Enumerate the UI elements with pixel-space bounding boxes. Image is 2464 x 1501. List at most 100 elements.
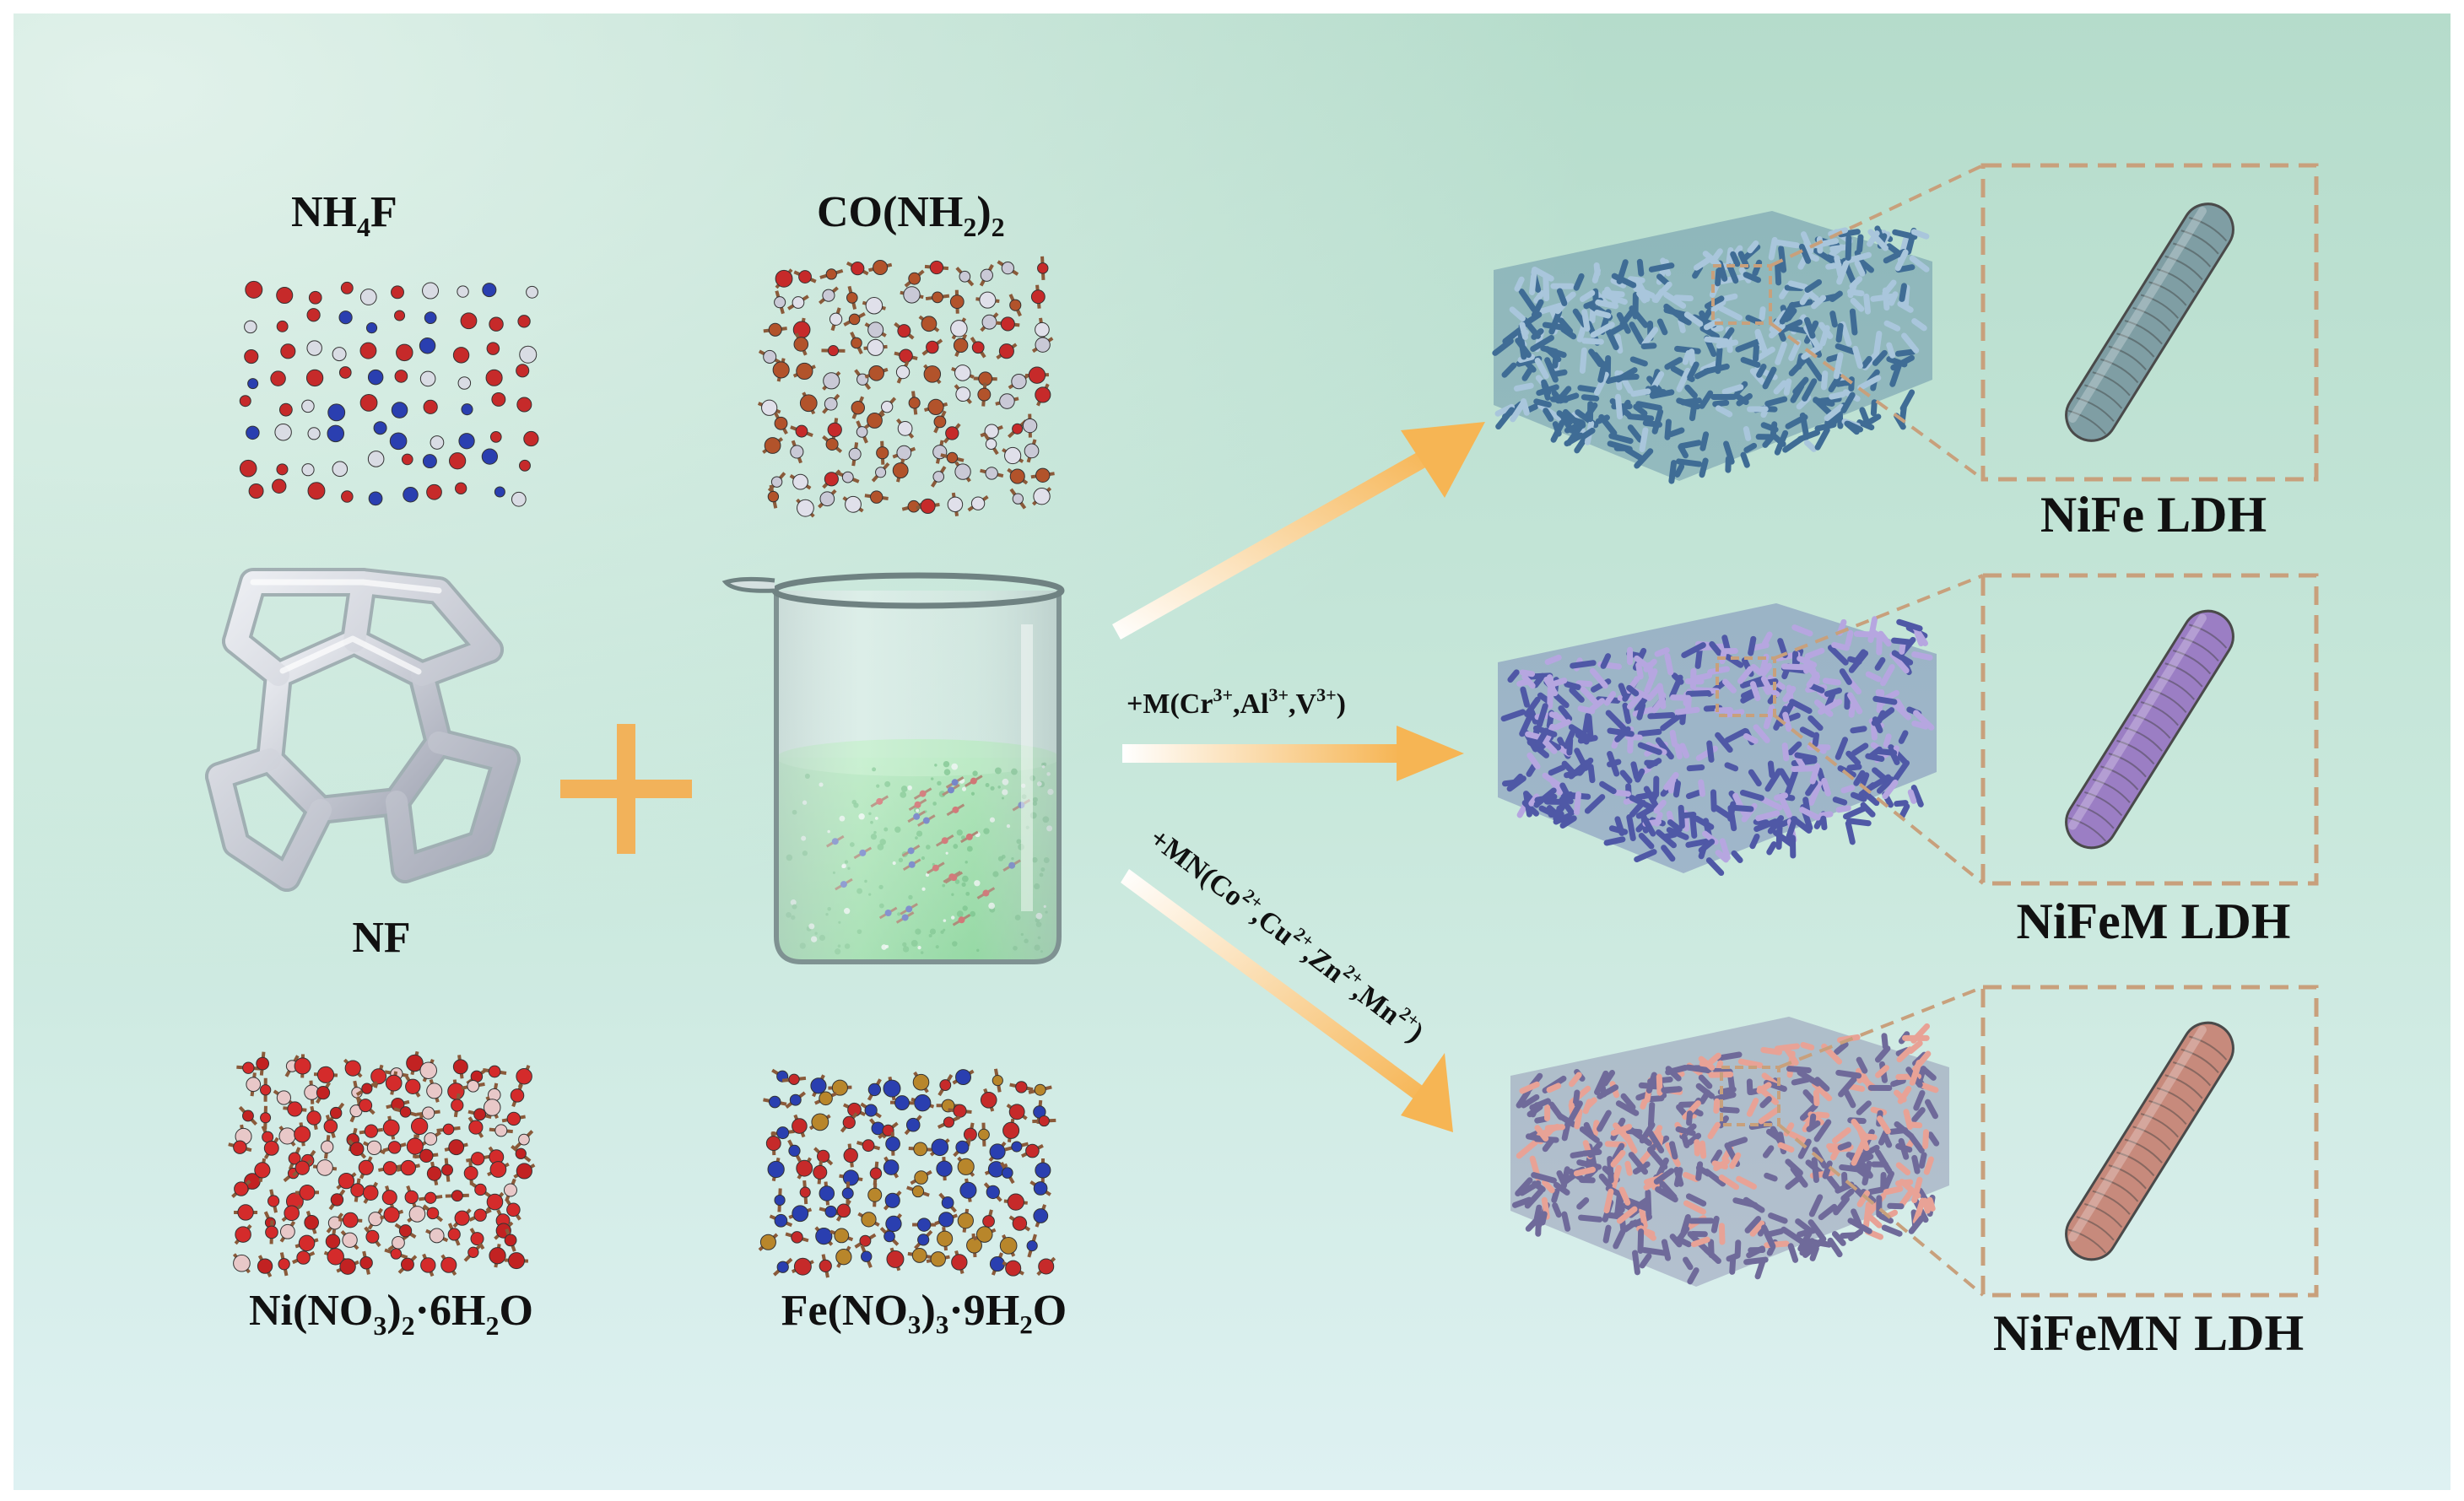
foam-strut xyxy=(1799,289,1813,305)
foam-strut xyxy=(1678,318,1686,333)
foam-strut xyxy=(1806,665,1821,680)
foam-strut xyxy=(1673,1167,1683,1187)
foam-strut xyxy=(1874,656,1886,671)
nanorod-texture xyxy=(2108,1164,2147,1190)
atom xyxy=(824,472,839,487)
foam-strut xyxy=(1767,760,1775,779)
foam-strut xyxy=(1883,1185,1904,1196)
foam-strut xyxy=(1706,740,1715,763)
foam-strut xyxy=(1803,440,1818,452)
atom xyxy=(841,1187,854,1200)
foam-strut xyxy=(1519,712,1534,737)
foam-strut xyxy=(1656,273,1671,287)
foam-strut xyxy=(1813,397,1835,408)
foam-strut xyxy=(1541,1179,1555,1194)
atom xyxy=(1026,1239,1038,1252)
atom xyxy=(930,1251,946,1267)
foam-strut xyxy=(1660,713,1682,732)
foam-strut xyxy=(1763,705,1775,730)
atom xyxy=(793,1257,812,1276)
foam-strut xyxy=(1740,451,1750,468)
atom xyxy=(516,364,530,378)
atom xyxy=(327,1248,344,1266)
foam-strut xyxy=(1524,696,1541,718)
foam-strut xyxy=(1913,710,1935,731)
foam-strut xyxy=(1805,780,1818,796)
foam-strut xyxy=(1780,319,1803,333)
foam-strut xyxy=(1718,305,1743,321)
foam-strut xyxy=(1678,315,1692,326)
label-urea: CO(NH2)2 xyxy=(817,188,1005,242)
atom xyxy=(294,1057,311,1075)
foam-strut xyxy=(1883,248,1907,264)
foam-strut xyxy=(1549,779,1563,796)
foam-strut xyxy=(1844,420,1860,435)
atom xyxy=(510,1088,525,1103)
foam-strut xyxy=(1519,1180,1542,1196)
foam-strut xyxy=(1829,310,1838,328)
foam-strut xyxy=(1774,1043,1800,1052)
foam-strut xyxy=(1519,1081,1540,1094)
foam-strut xyxy=(1564,432,1584,447)
foam-strut xyxy=(1635,401,1662,411)
atom xyxy=(985,467,998,480)
foam-strut xyxy=(1665,1066,1682,1082)
atom xyxy=(233,1254,251,1272)
foam-strut xyxy=(1847,1218,1872,1234)
nh4f-crystal-structure xyxy=(239,280,539,507)
atom xyxy=(304,1215,319,1230)
atom xyxy=(449,452,467,470)
atom xyxy=(359,393,378,412)
foam-strut xyxy=(1702,307,1713,321)
foam-strut xyxy=(1764,768,1782,792)
atom xyxy=(470,1232,484,1246)
atom xyxy=(301,399,315,413)
foam-strut xyxy=(1519,669,1536,678)
atom xyxy=(359,289,377,305)
condition-m-doping: +M(Cr3+,Al3+,V3+) xyxy=(1127,684,1346,720)
foam-strut xyxy=(1556,288,1568,306)
atom xyxy=(886,1250,905,1268)
foam-strut xyxy=(1803,316,1816,339)
foam-strut xyxy=(1835,1069,1862,1079)
foam-strut xyxy=(1833,352,1844,380)
foam-strut xyxy=(1805,358,1824,381)
foam-strut xyxy=(1786,307,1797,321)
foam-strut xyxy=(1796,353,1805,370)
atom xyxy=(1030,289,1046,305)
foam-strut xyxy=(1641,327,1659,348)
atom xyxy=(845,495,862,513)
atom xyxy=(350,1183,365,1197)
foam-strut xyxy=(1718,1174,1740,1191)
atom xyxy=(949,294,965,310)
foam-strut xyxy=(1633,403,1648,417)
atom xyxy=(308,290,322,305)
foam-strut xyxy=(1675,1126,1696,1137)
atom xyxy=(865,296,883,315)
foam-strut xyxy=(1821,777,1832,796)
foam-strut xyxy=(1852,345,1863,370)
zoom-source-box xyxy=(1716,656,1776,717)
foam-strut xyxy=(1710,1215,1720,1234)
foam-strut xyxy=(1663,771,1679,791)
foam-strut xyxy=(1739,790,1764,802)
atom xyxy=(257,1258,273,1274)
foam-strut xyxy=(1812,732,1820,748)
foam-strut xyxy=(1740,357,1761,368)
atom xyxy=(481,448,498,465)
foam-strut xyxy=(1661,845,1676,862)
atom xyxy=(278,402,293,417)
atom xyxy=(359,342,377,359)
atom xyxy=(246,1077,262,1093)
foam-strut xyxy=(1920,1083,1939,1093)
nanorod-texture xyxy=(2189,217,2228,242)
atom xyxy=(945,426,959,440)
foam-strut xyxy=(1561,1211,1571,1232)
atom xyxy=(946,451,959,464)
atom xyxy=(957,1158,975,1175)
atom xyxy=(385,1074,403,1092)
atom xyxy=(419,370,436,387)
foam-strut xyxy=(1775,261,1782,286)
atom xyxy=(316,1085,331,1100)
foam-strut xyxy=(1574,435,1589,454)
